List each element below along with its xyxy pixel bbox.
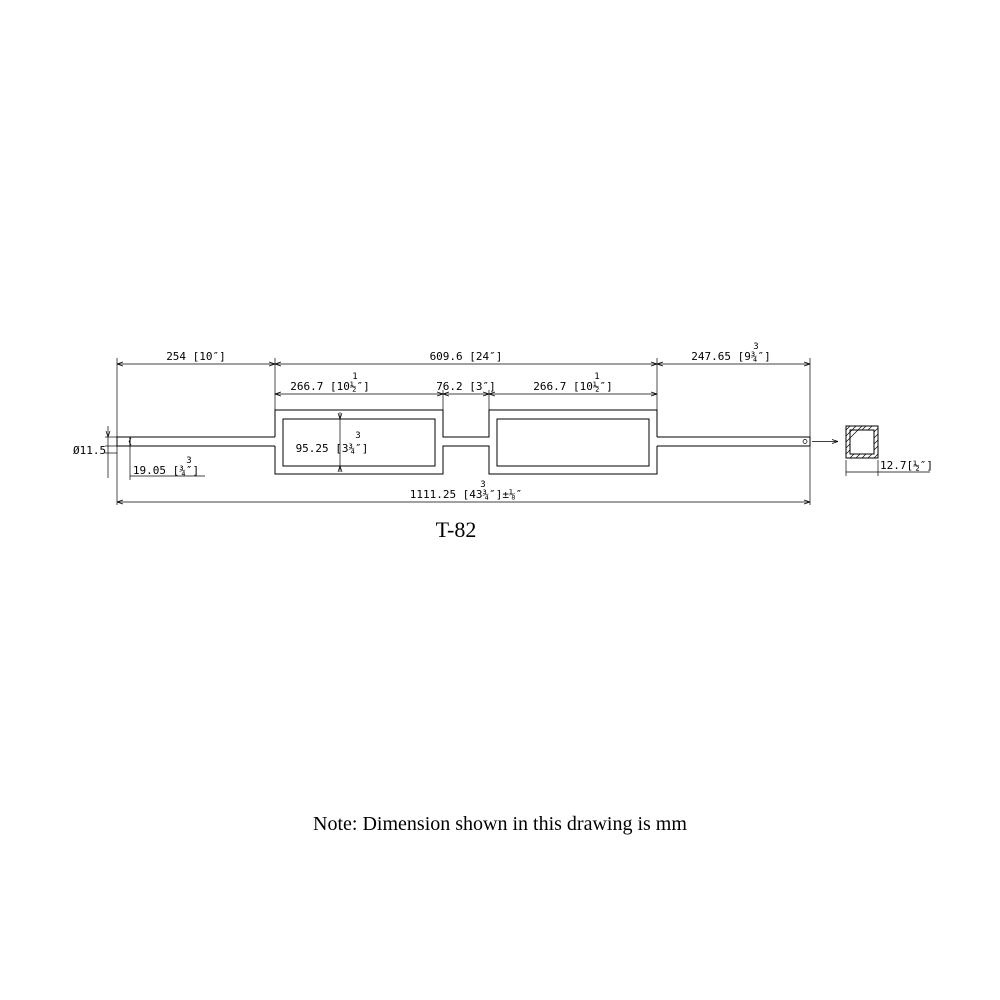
dim-overall-frac: 3	[480, 480, 485, 490]
dim-frame-height: 95.25 [3¾″]	[296, 442, 369, 455]
dim-right-handle: 247.65 [9¾″]	[691, 350, 770, 363]
left-sleeve-end	[116, 436, 131, 447]
dim-overall: 1111.25 [43¾″]±⅛″	[410, 488, 523, 501]
drawing-note: Note: Dimension shown in this drawing is…	[313, 813, 687, 835]
left-window	[282, 418, 436, 467]
dim-left-handle: 254 [10″]	[166, 350, 226, 363]
right-window	[496, 418, 650, 467]
dim-left-frame: 266.7 [10½″]	[290, 380, 369, 393]
drawing-title: T-82	[436, 517, 477, 542]
end-hole	[802, 439, 808, 444]
dim-left-frame-frac: 1	[352, 372, 357, 382]
dim-gap: 76.2 [3″]	[436, 380, 496, 393]
dim-frame-height-frac: 3	[355, 431, 360, 441]
dim-right-handle-frac: 3	[753, 342, 758, 352]
arrowheads	[105, 361, 839, 505]
dim-diameter: Ø11.5	[73, 444, 106, 457]
dim-sleeve: 19.05 [¾″]	[133, 464, 199, 477]
bar-outline	[116, 409, 811, 475]
tube-cross-section	[845, 425, 879, 459]
dim-center: 609.6 [24″]	[430, 350, 503, 363]
extension-lines	[105, 358, 811, 505]
dim-right-frame: 266.7 [10½″]	[533, 380, 612, 393]
dimension-lines	[105, 363, 930, 503]
dim-sleeve-frac: 3	[186, 456, 191, 466]
dim-tube: 12.7[½″]	[880, 459, 933, 472]
dim-right-frame-frac: 1	[594, 372, 599, 382]
outer-frame	[274, 409, 658, 475]
